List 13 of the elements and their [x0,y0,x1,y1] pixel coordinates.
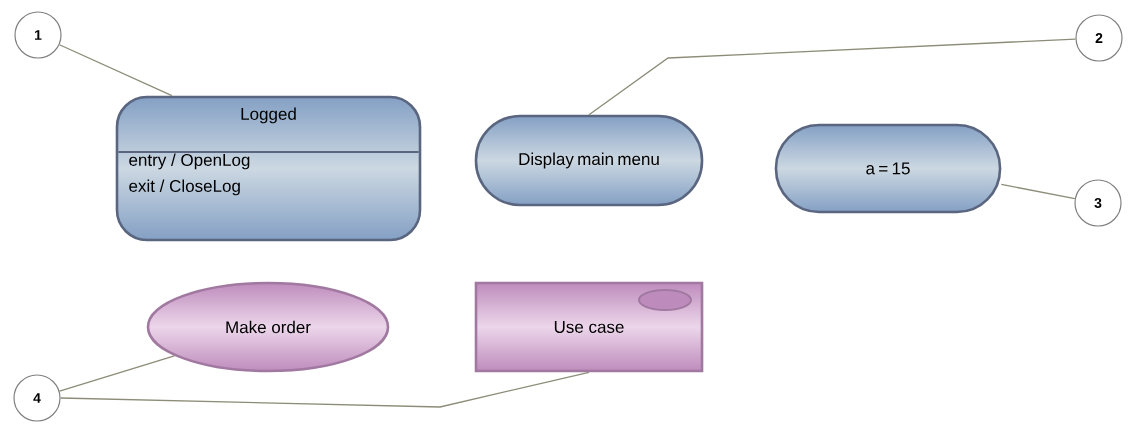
leader-line [588,38,1077,116]
callout-number: 3 [1074,179,1122,227]
use-case-box: Use case [474,281,704,373]
callout-number: 2 [1075,14,1123,62]
leader-line [59,371,590,408]
leader-line [58,355,175,392]
state-box: a = 15 [774,123,1002,214]
callout-number: 4 [13,374,61,422]
leader-line [58,44,173,97]
leader-line [1000,183,1076,200]
state-box: Logged entry / OpenLog exit / CloseLog [115,95,422,242]
action-box: Display main menu [474,114,704,207]
callout-number: 1 [14,11,62,59]
